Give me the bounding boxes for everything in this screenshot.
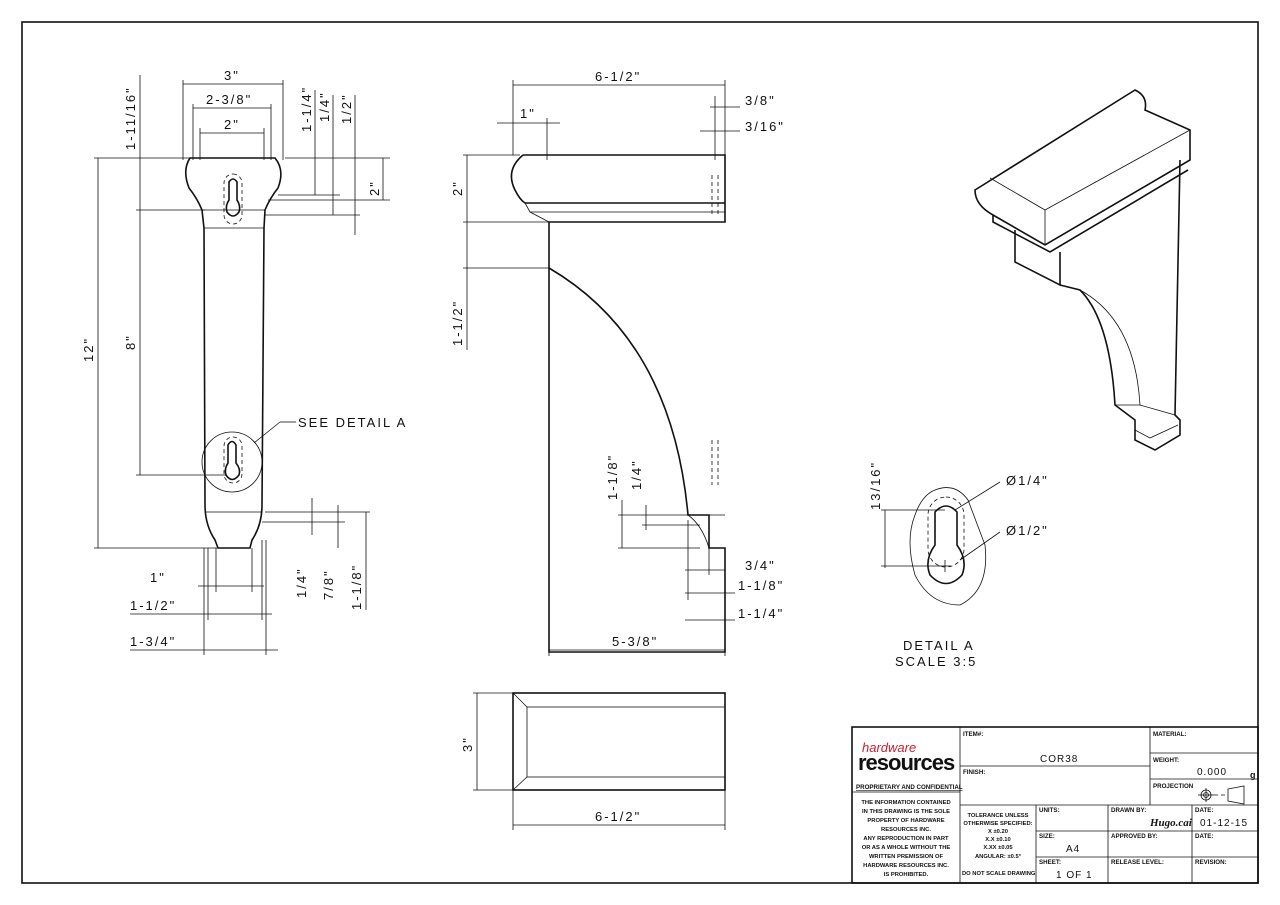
logo-bottom: resources [858, 750, 955, 775]
size-value: A4 [1066, 844, 1080, 855]
side-dim-3-16: 3/16" [745, 119, 785, 134]
release-level-label: RELEASE LEVEL: [1111, 859, 1164, 866]
dim-top-2: 2" [367, 180, 382, 196]
side-dim-1-4-left: 1/4" [629, 459, 644, 490]
top-view: 3" 6-1/2" [460, 692, 726, 830]
projection-symbol-icon [1198, 785, 1245, 805]
side-dim-bottom: 5-3/8" [612, 634, 658, 649]
dim-width-2: 2" [224, 117, 240, 132]
item-label: ITEM#: [963, 731, 983, 738]
proprietary-label: PROPRIETARY AND CONFIDENTIAL [856, 784, 963, 791]
svg-text:OTHERWISE SPECIFIED:: OTHERWISE SPECIFIED: [963, 821, 1032, 827]
side-view: 6-1/2" 1" 3/8" 3/16" 2" 1-1/2" 1-1/8" 1/… [450, 69, 785, 656]
side-dim-length: 6-1/2" [595, 69, 641, 84]
side-dim-3-8: 3/8" [745, 93, 776, 108]
size-label: SIZE: [1039, 833, 1055, 840]
dim-height-12: 12" [81, 337, 96, 362]
svg-text:IN THIS DRAWING IS THE SOLE: IN THIS DRAWING IS THE SOLE [862, 809, 950, 815]
item-value: COR38 [1040, 754, 1078, 765]
dim-bot-1-1-2: 1-1/2" [130, 598, 176, 613]
dim-bot-1-4: 1/4" [294, 567, 309, 598]
weight-value: 0.000 [1197, 767, 1227, 778]
svg-text:WRITTEN PREMISSION OF: WRITTEN PREMISSION OF [869, 854, 944, 860]
weight-unit: g [1250, 770, 1256, 780]
sheet-border [21, 21, 1259, 884]
finish-label: FINISH: [963, 769, 985, 776]
dim-bot-7-8: 7/8" [321, 569, 336, 600]
revision-label: REVISION: [1195, 859, 1227, 866]
dim-bot-1: 1" [150, 570, 166, 585]
sheet-value: 1 OF 1 [1056, 870, 1093, 881]
dim-slot-8: 8" [123, 334, 138, 350]
dim-bot-1-1-8: 1-1/8" [349, 564, 364, 610]
material-label: MATERIAL: [1153, 731, 1187, 738]
do-not-scale-label: DO NOT SCALE DRAWING [962, 871, 1036, 877]
date-value: 01-12-15 [1200, 818, 1248, 829]
svg-text:PROPERTY OF HARDWARE: PROPERTY OF HARDWARE [867, 818, 944, 824]
detail-dim-13-16: 13/16" [868, 461, 883, 510]
svg-text:THE INFORMATION CONTAINED: THE INFORMATION CONTAINED [861, 800, 950, 806]
sheet-label: SHEET: [1039, 859, 1061, 866]
side-dim-1: 1" [520, 106, 536, 121]
svg-text:ANGULAR: ±0.5°: ANGULAR: ±0.5° [975, 854, 1022, 860]
detail-a: Ø1/4" Ø1/2" 13/16" DETAIL A SCALE 3:5 [868, 461, 1049, 669]
dim-1-1-4: 1-1/4" [299, 86, 314, 132]
confidential-note: THE INFORMATION CONTAINED IN THIS DRAWIN… [861, 800, 950, 878]
side-dim-1-1-8-right: 1-1/8" [738, 578, 784, 593]
side-dim-1-1-2: 1-1/2" [450, 300, 465, 346]
weight-label: WEIGHT: [1153, 757, 1179, 764]
side-dim-3-4: 3/4" [745, 558, 776, 573]
detail-title: DETAIL A [903, 638, 975, 653]
svg-text:TOLERANCE UNLESS: TOLERANCE UNLESS [967, 813, 1028, 819]
detail-scale: SCALE 3:5 [895, 654, 977, 669]
units-label: UNITS: [1039, 807, 1060, 814]
svg-text:HARDWARE RESOURCES INC.: HARDWARE RESOURCES INC. [863, 863, 949, 869]
svg-text:IS PROHIBITED.: IS PROHIBITED. [884, 872, 929, 878]
top-dim-length: 6-1/2" [595, 809, 641, 824]
svg-text:X ±0.20: X ±0.20 [988, 829, 1008, 835]
front-view: SEE DETAIL A 3" 2-3/8" 2" 1-11/16" 8" 12… [81, 68, 407, 655]
detail-dia-small: Ø1/4" [1006, 473, 1049, 488]
side-dim-2: 2" [450, 180, 465, 196]
side-dim-1-1-4-right: 1-1/4" [738, 606, 784, 621]
approved-by-label: APPROVED BY: [1111, 833, 1158, 840]
dim-1-11-16: 1-11/16" [123, 86, 138, 150]
top-dim-3: 3" [460, 736, 475, 752]
svg-text:X.X ±0.10: X.X ±0.10 [985, 837, 1010, 843]
projection-label: PROJECTION [1153, 783, 1194, 790]
side-dim-1-1-8-left: 1-1/8" [605, 454, 620, 500]
drawn-by-value: Hugo.cai [1149, 817, 1193, 829]
date2-label: DATE: [1195, 833, 1213, 840]
svg-text:OR AS A WHOLE WITHOUT THE: OR AS A WHOLE WITHOUT THE [862, 845, 951, 851]
svg-text:X.XX ±0.05: X.XX ±0.05 [983, 845, 1013, 851]
drawn-by-label: DRAWN BY: [1111, 807, 1146, 814]
dim-width-2-3-8: 2-3/8" [206, 92, 252, 107]
dim-width-3: 3" [224, 68, 240, 83]
svg-text:ANY REPRODUCTION IN PART: ANY REPRODUCTION IN PART [863, 836, 949, 842]
isometric-view [974, 89, 1191, 451]
svg-text:RESOURCES INC.: RESOURCES INC. [881, 827, 931, 833]
see-detail-label: SEE DETAIL A [298, 415, 407, 430]
dim-1-4: 1/4" [317, 91, 332, 122]
title-block: hardware resources PROPRIETARY AND CONFI… [851, 726, 1259, 884]
date-label: DATE: [1195, 807, 1213, 814]
dim-1-2: 1/2" [339, 93, 354, 124]
detail-dia-large: Ø1/2" [1006, 523, 1049, 538]
logo-top: hardware [862, 740, 916, 755]
dim-bot-1-3-4: 1-3/4" [130, 634, 176, 649]
tolerance-note: TOLERANCE UNLESS OTHERWISE SPECIFIED: X … [963, 813, 1032, 860]
